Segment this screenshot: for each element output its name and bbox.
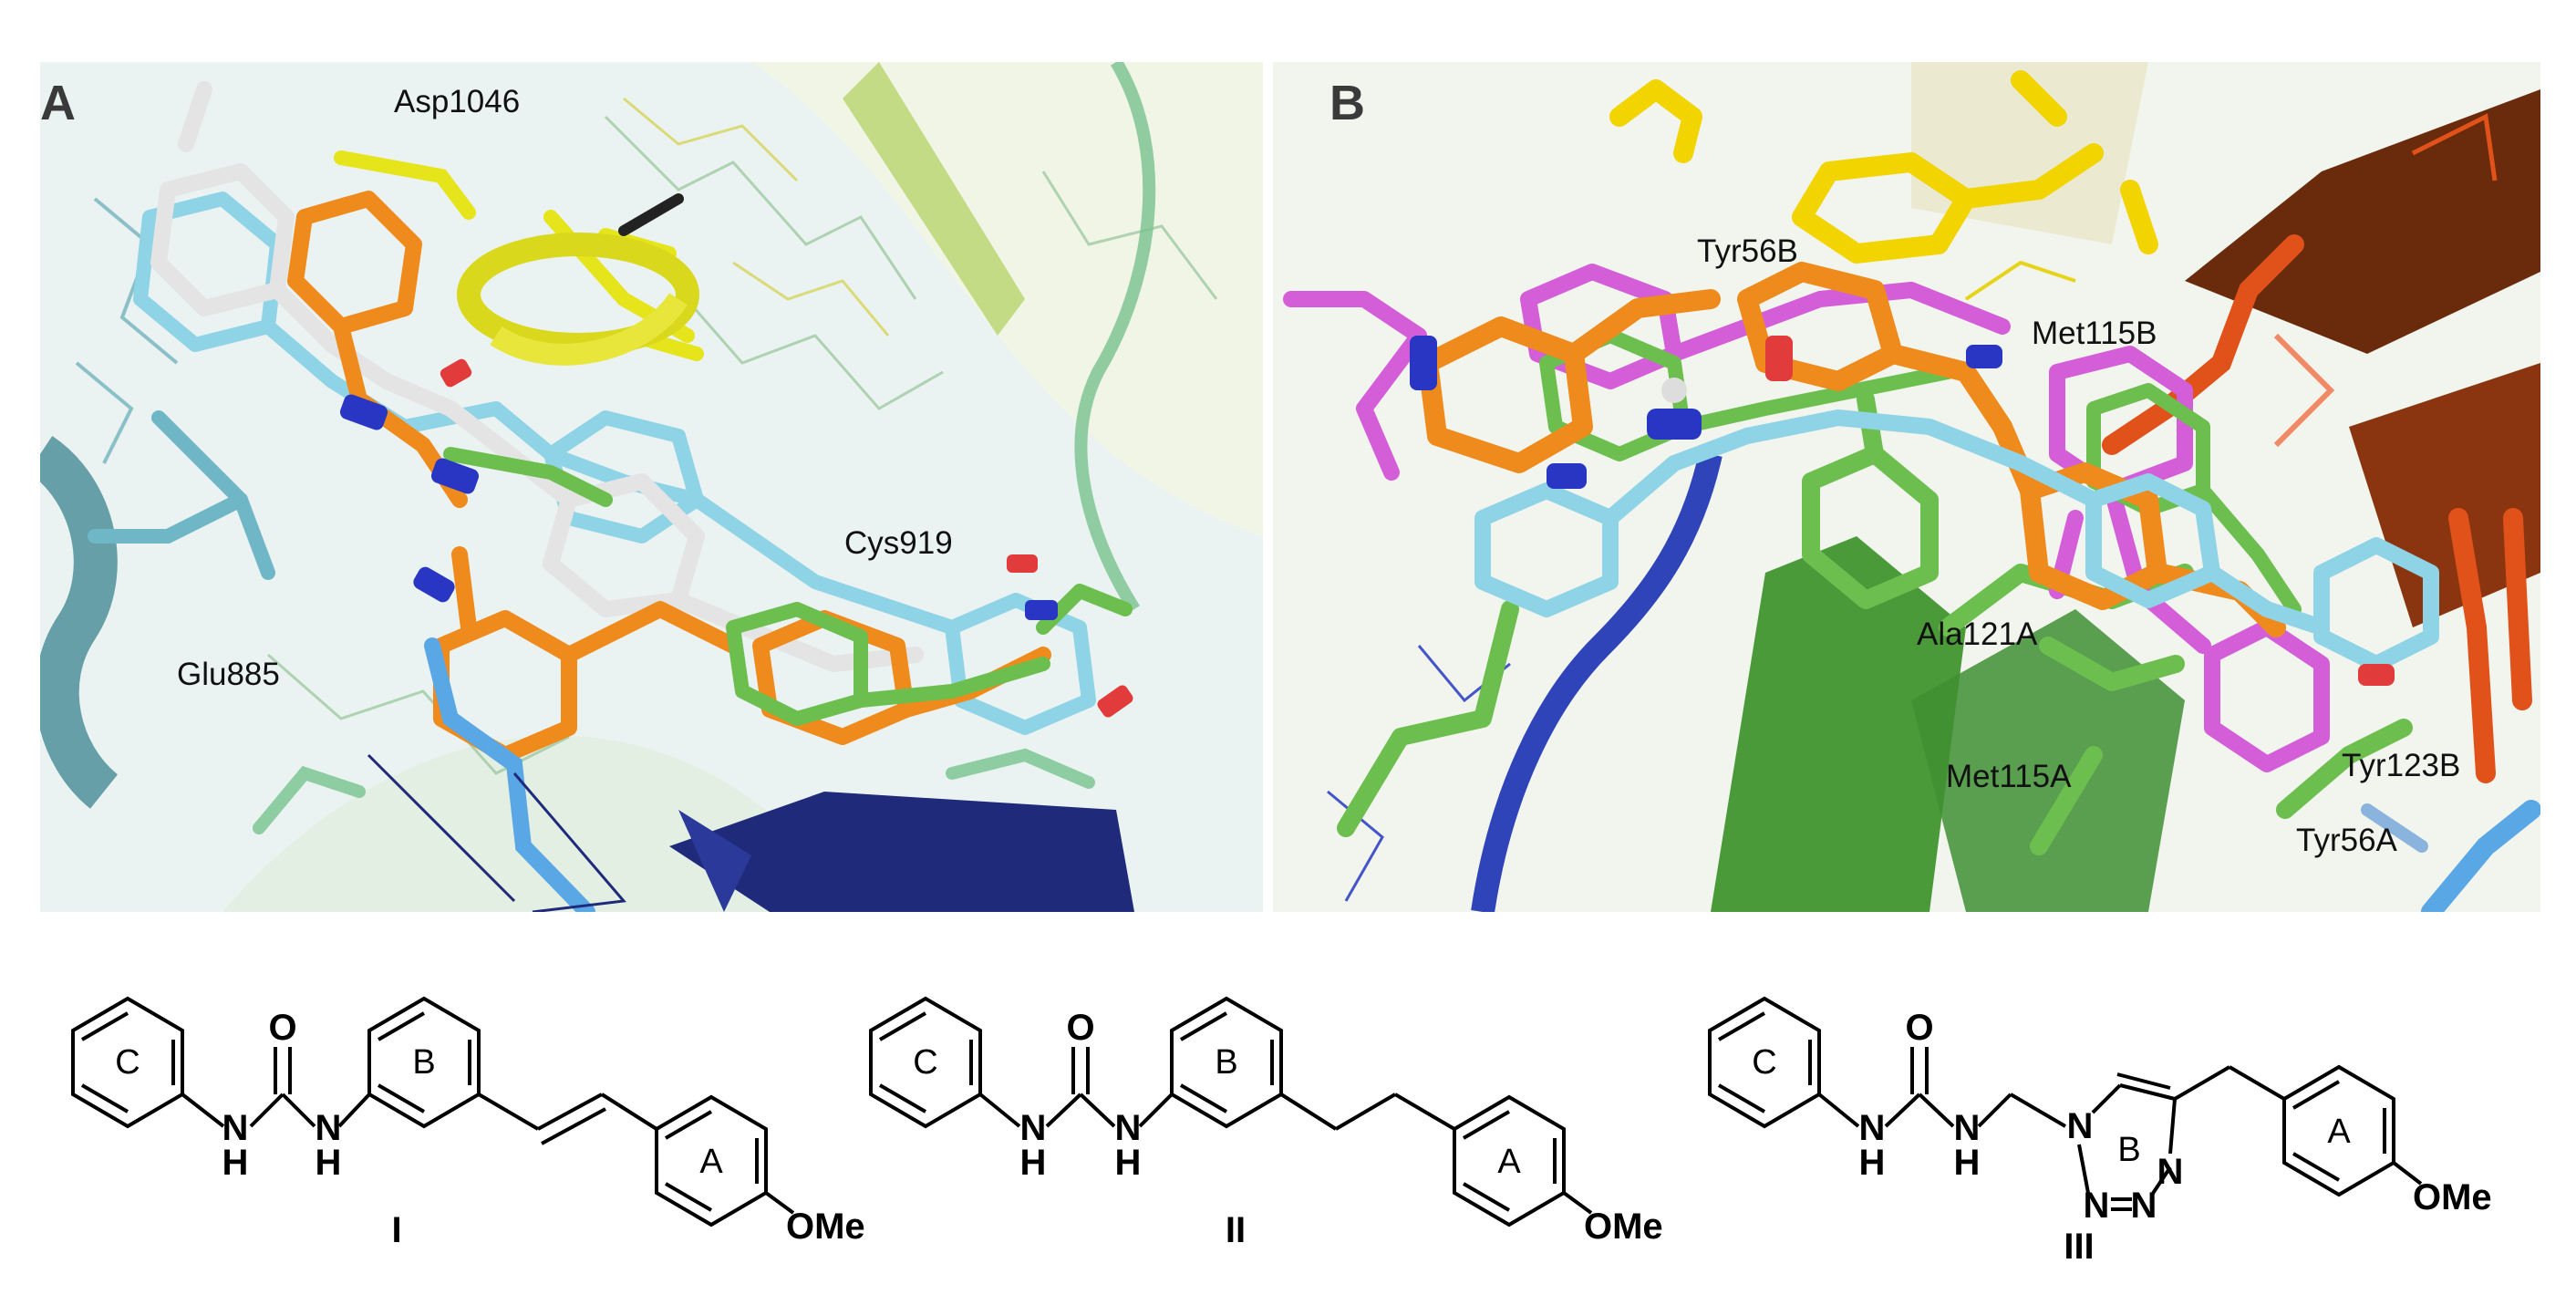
compound-1-ring-b-label: B <box>412 1043 435 1082</box>
compound-2-hydrogen-2: H <box>1115 1143 1142 1183</box>
compound-1-label: I <box>391 1210 401 1250</box>
compound-2-hydrogen-1: H <box>1020 1143 1047 1183</box>
residue-label-glu885: Glu885 <box>177 657 280 692</box>
compound-2-ring-b-label: B <box>1215 1043 1237 1082</box>
compound-3-triazole-n2a: N <box>2131 1186 2157 1226</box>
compound-3-methoxy: OMe <box>2413 1177 2492 1217</box>
compound-1-nitrogen-1: N <box>222 1108 249 1148</box>
residue-label-cys919: Cys919 <box>844 525 953 561</box>
compound-2-structure <box>869 996 1593 1227</box>
panel-a-letter: A <box>40 76 76 130</box>
residue-label-tyr56a: Tyr56A <box>2296 823 2397 858</box>
residue-label-tyr123b: Tyr123B <box>2342 748 2461 783</box>
compound-1-hydrogen-1: H <box>222 1143 249 1183</box>
compound-3-label: III <box>2064 1227 2094 1267</box>
compound-3-ring-c-label: C <box>1752 1043 1776 1082</box>
residue-label-met115b: Met115B <box>2032 316 2157 351</box>
compound-3-carbonyl-oxygen: O <box>1905 1008 1933 1048</box>
residue-label-asp1046: Asp1046 <box>394 84 521 119</box>
panel-b-molecular-render <box>1273 62 2540 912</box>
compound-1-carbonyl-oxygen: O <box>268 1008 296 1048</box>
compound-1-ring-a-label: A <box>699 1143 723 1181</box>
compound-3-triazole-n3: N <box>2157 1152 2184 1192</box>
residue-label-ala121a: Ala121A <box>1917 616 2038 652</box>
compound-2-nitrogen-1: N <box>1020 1108 1047 1148</box>
compound-3-triazole-n1: N <box>2067 1106 2094 1146</box>
panel-a-molecular-render <box>40 62 1263 912</box>
compound-3-ring-b-label: B <box>2117 1131 2140 1169</box>
compound-2-label: II <box>1226 1210 1246 1250</box>
compound-3-nitrogen-2: N <box>1954 1108 1981 1148</box>
compound-2-methoxy: OMe <box>1584 1207 1663 1247</box>
chemical-structures: C B A O N H N H OMe I C B A O N H N H O <box>71 996 2492 1267</box>
compound-1-structure <box>71 996 795 1227</box>
residue-label-tyr56b: Tyr56B <box>1697 233 1798 269</box>
compound-2-carbonyl-oxygen: O <box>1066 1008 1094 1048</box>
compound-3-ring-a-label: A <box>2327 1113 2351 1151</box>
compound-3-hydrogen-1: H <box>1859 1143 1886 1183</box>
panel-b-docking-view: B Tyr56B Met115B Ala121A Met115A Tyr123B… <box>1273 62 2540 912</box>
compound-1-ring-c-label: C <box>115 1043 140 1082</box>
panel-b-letter: B <box>1329 76 1365 130</box>
panel-a-docking-view: A Asp1046 Cys919 Glu885 <box>40 62 1263 912</box>
compound-1-nitrogen-2: N <box>316 1108 342 1148</box>
compound-2-ring-a-label: A <box>1497 1143 1521 1181</box>
compound-2-ring-c-label: C <box>913 1043 937 1082</box>
compound-1-methoxy: OMe <box>786 1207 865 1247</box>
compound-3-triazole-n2b: N <box>2084 1186 2110 1226</box>
residue-label-met115a: Met115A <box>1946 759 2072 794</box>
compound-3-nitrogen-1: N <box>1859 1108 1886 1148</box>
compound-3-hydrogen-2: H <box>1954 1143 1981 1183</box>
compound-3-structure <box>1708 996 2423 1211</box>
compound-1-hydrogen-2: H <box>316 1143 342 1183</box>
compound-2-nitrogen-2: N <box>1115 1108 1142 1148</box>
